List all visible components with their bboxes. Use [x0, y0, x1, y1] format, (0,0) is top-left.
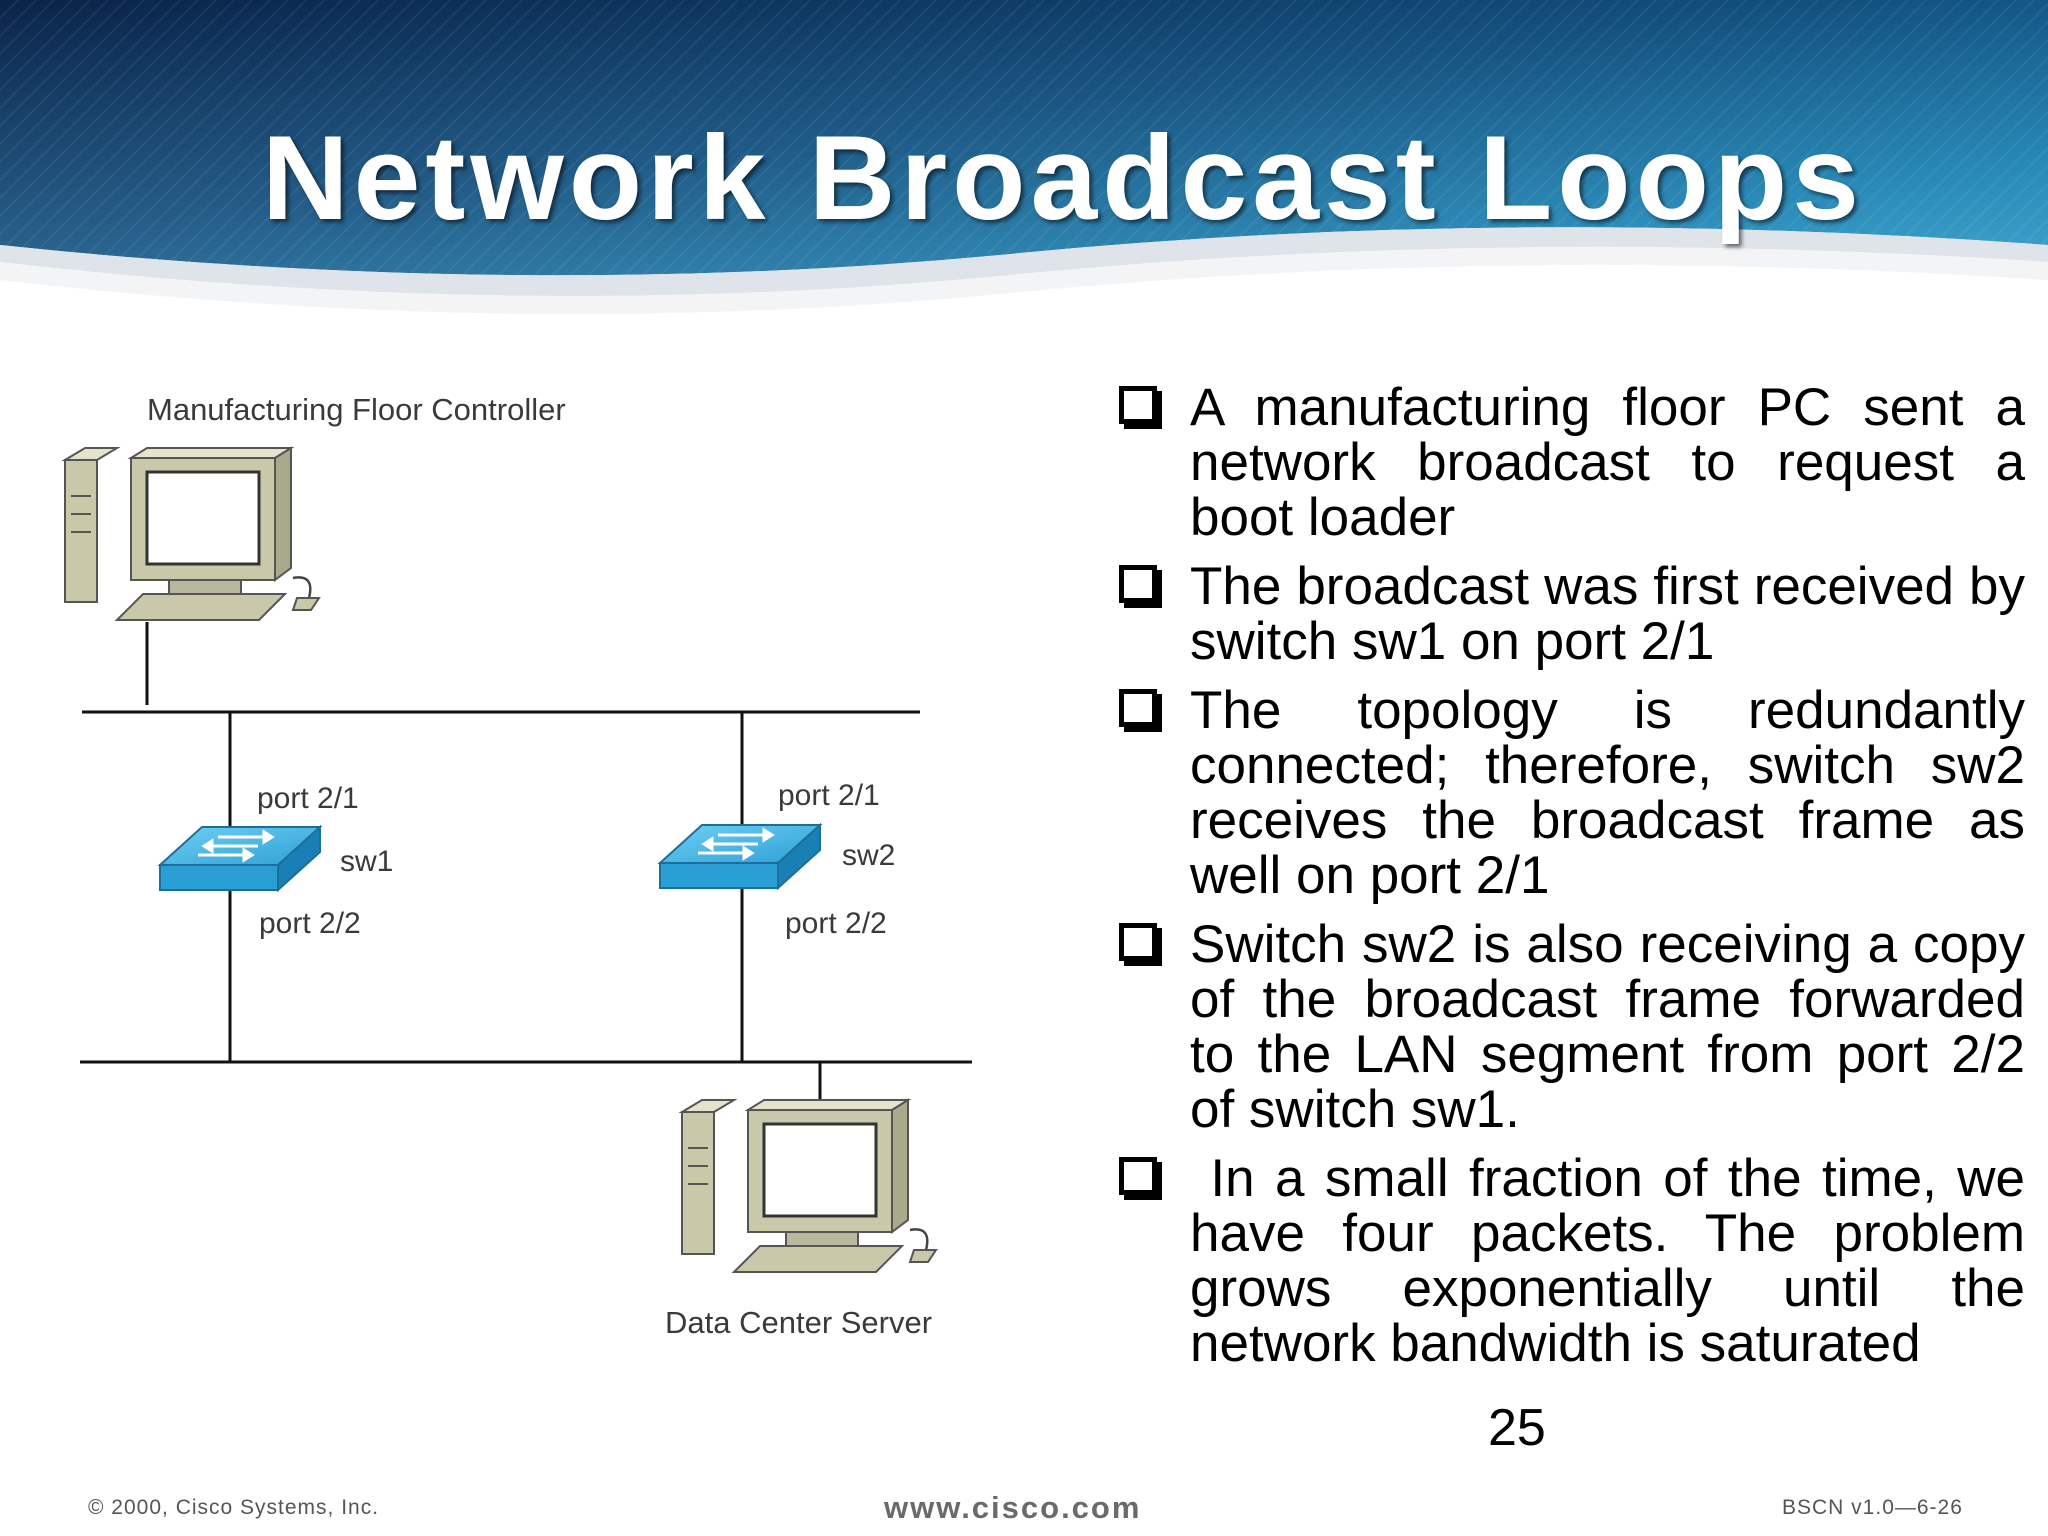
- slide-title: Network Broadcast Loops: [262, 111, 1864, 245]
- bottom-host-label: Data Center Server: [665, 1305, 932, 1340]
- checkbox-bullet-icon: [1119, 386, 1157, 424]
- footer-course-code: BSCN v1.0—6-26: [1782, 1496, 1963, 1519]
- checkbox-bullet-icon: [1119, 1157, 1157, 1195]
- sw2-name-label: sw2: [842, 839, 895, 872]
- sw1-port-top-label: port 2/1: [257, 782, 359, 815]
- bullet-item: In a small fraction of the time, we have…: [1110, 1151, 2025, 1371]
- switch-icon-sw1: [157, 824, 323, 893]
- bullet-item: The broadcast was first received by swit…: [1110, 559, 2025, 669]
- top-host-label: Manufacturing Floor Controller: [147, 392, 566, 427]
- checkbox-bullet-icon: [1119, 689, 1157, 727]
- bullet-text: A manufacturing floor PC sent a network …: [1190, 378, 2025, 547]
- sw1-port-bottom-label: port 2/2: [259, 907, 361, 940]
- switch-icon-sw2: [657, 822, 823, 891]
- sw2-port-top-label: port 2/1: [778, 779, 880, 812]
- bullet-text: Switch sw2 is also receiving a copy of t…: [1190, 915, 2025, 1139]
- bullet-item: Switch sw2 is also receiving a copy of t…: [1110, 917, 2025, 1137]
- page-number: 25: [1488, 1399, 1546, 1457]
- desktop-computer-icon: [678, 1098, 938, 1273]
- footer-copyright: © 2000, Cisco Systems, Inc.: [88, 1496, 380, 1519]
- sw1-name-label: sw1: [340, 845, 393, 878]
- footer-website-link[interactable]: www.cisco.com: [884, 1490, 1142, 1525]
- bullet-text: In a small fraction of the time, we have…: [1190, 1149, 2040, 1373]
- bullet-item: A manufacturing floor PC sent a network …: [1110, 380, 2025, 545]
- checkbox-bullet-icon: [1119, 565, 1157, 603]
- desktop-computer-icon: [61, 446, 321, 621]
- header-banner: [0, 0, 2048, 360]
- checkbox-bullet-icon: [1119, 923, 1157, 961]
- network-diagram: Manufacturing Floor Controller: [0, 360, 1060, 1440]
- bullet-item: The topology is redundantly connected; t…: [1110, 683, 2025, 903]
- bullet-list: A manufacturing floor PC sent a network …: [1110, 380, 2025, 1385]
- bullet-text: The topology is redundantly connected; t…: [1190, 681, 2025, 905]
- bullet-text: The broadcast was first received by swit…: [1190, 557, 2025, 671]
- sw2-port-bottom-label: port 2/2: [785, 907, 887, 940]
